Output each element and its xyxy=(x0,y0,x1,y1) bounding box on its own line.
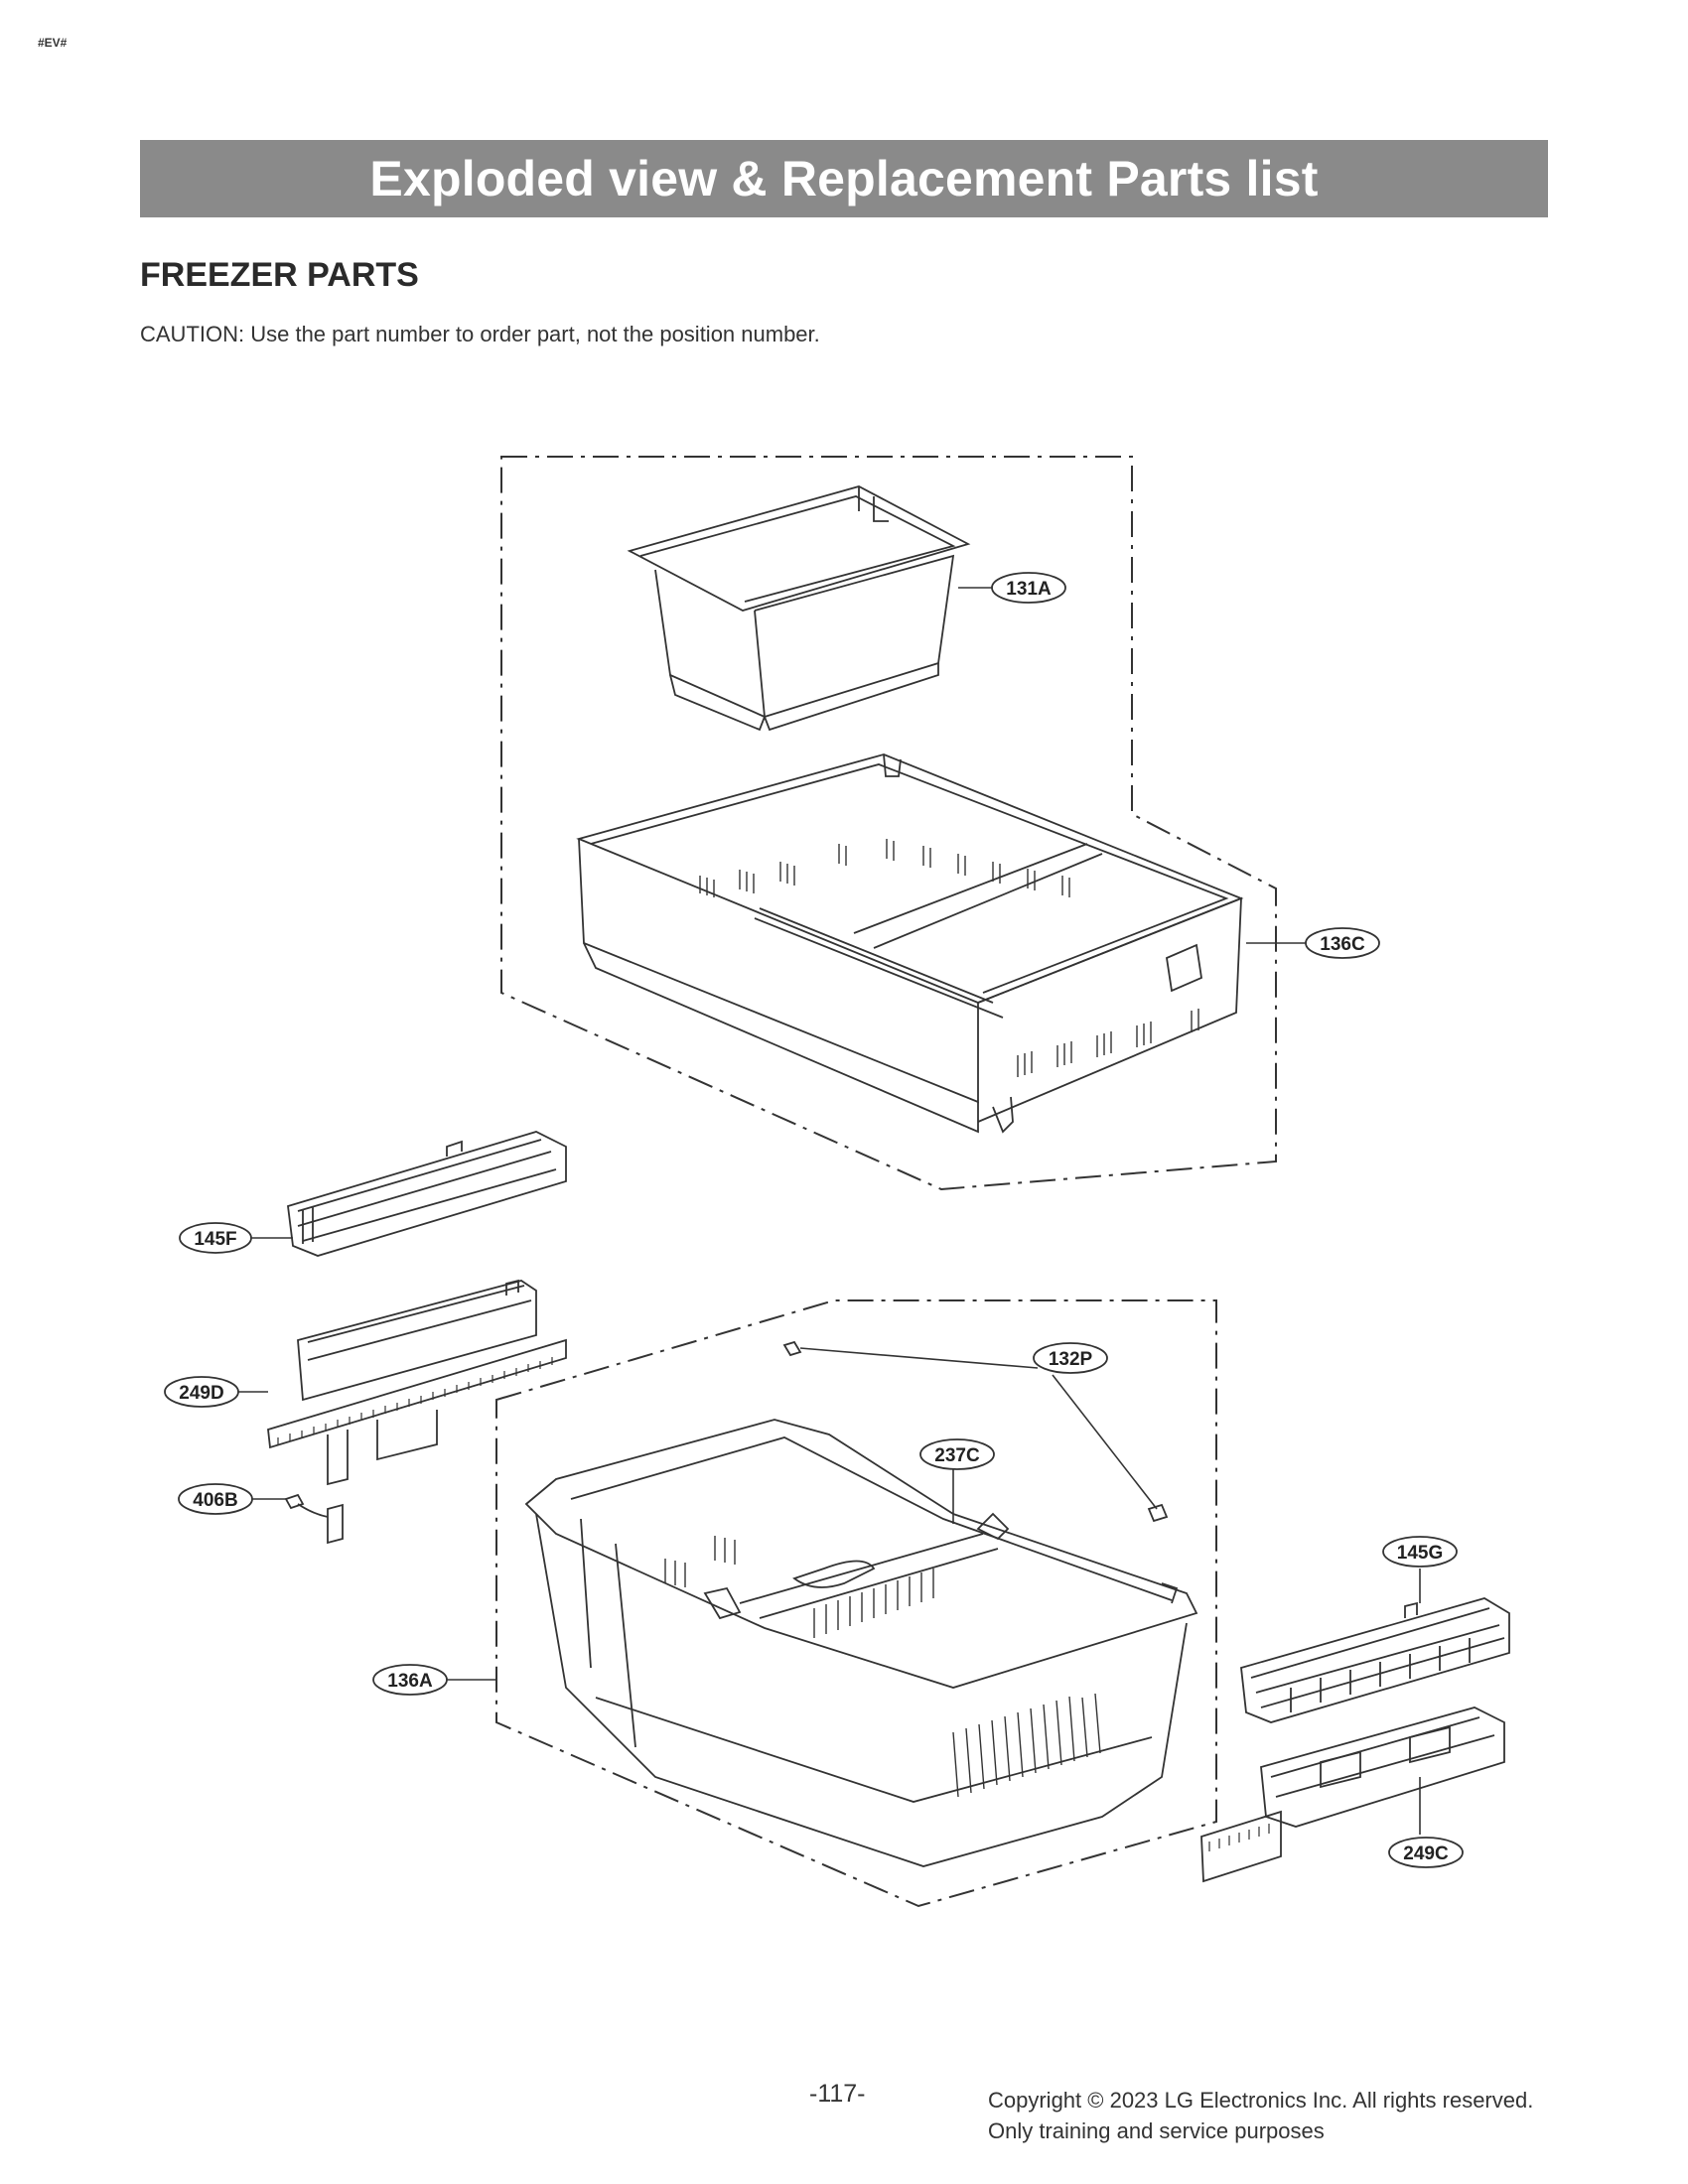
callout-131A: 131A xyxy=(991,572,1066,604)
callout-249D: 249D xyxy=(164,1376,239,1408)
lower-basket-slots xyxy=(664,1536,1101,1798)
page-title: Exploded view & Replacement Parts list xyxy=(369,151,1319,206)
svg-text:145F: 145F xyxy=(194,1229,236,1250)
right-rack-teeth xyxy=(1208,1824,1270,1851)
callout-136C: 136C xyxy=(1305,927,1380,959)
callout-145G: 145G xyxy=(1382,1536,1458,1568)
left-rack-part xyxy=(267,1279,567,1486)
callout-237C: 237C xyxy=(919,1438,995,1470)
svg-text:249C: 249C xyxy=(1403,1843,1449,1864)
upper-drawer-slots xyxy=(699,839,1199,1077)
copyright-block: Copyright © 2023 LG Electronics Inc. All… xyxy=(988,2085,1533,2146)
copyright-text: Copyright © 2023 LG Electronics Inc. All… xyxy=(988,2088,1534,2113)
document-tag: #EV# xyxy=(38,36,68,50)
right-rack-part xyxy=(1200,1706,1505,1883)
section-title: FREEZER PARTS xyxy=(140,256,419,294)
svg-text:136A: 136A xyxy=(387,1671,433,1692)
sensor-part xyxy=(284,1493,344,1545)
lower-basket-part xyxy=(524,1419,1198,1867)
small-bin-part xyxy=(627,485,971,732)
left-rack-teeth xyxy=(277,1357,553,1445)
svg-text:145G: 145G xyxy=(1397,1543,1443,1564)
svg-text:131A: 131A xyxy=(1006,579,1052,600)
svg-text:249D: 249D xyxy=(179,1383,223,1404)
left-rail-part xyxy=(287,1131,567,1257)
clip-parts xyxy=(782,1340,1169,1523)
svg-text:132P: 132P xyxy=(1049,1349,1093,1370)
title-banner: Exploded view & Replacement Parts list xyxy=(140,140,1548,217)
callout-136A: 136A xyxy=(372,1664,448,1696)
caution-note: CAUTION: Use the part number to order pa… xyxy=(140,322,820,346)
callout-labels: 131A 136C 145F 249D 406B 132P 237C 136A xyxy=(164,572,1464,1868)
page-number: -117- xyxy=(809,2080,866,2108)
svg-text:136C: 136C xyxy=(1320,934,1365,955)
callout-145F: 145F xyxy=(179,1222,252,1254)
usage-note: Only training and service purposes xyxy=(988,2118,1325,2143)
callout-249C: 249C xyxy=(1388,1837,1464,1868)
callout-132P: 132P xyxy=(1033,1342,1108,1374)
upper-drawer-part xyxy=(576,753,1244,1134)
svg-text:237C: 237C xyxy=(934,1445,980,1466)
lower-group-boundary xyxy=(495,1299,1217,1908)
right-rail-part xyxy=(1240,1597,1510,1723)
callout-406B: 406B xyxy=(178,1483,253,1515)
svg-text:406B: 406B xyxy=(193,1490,237,1511)
upper-group-boundary xyxy=(500,456,1277,1191)
